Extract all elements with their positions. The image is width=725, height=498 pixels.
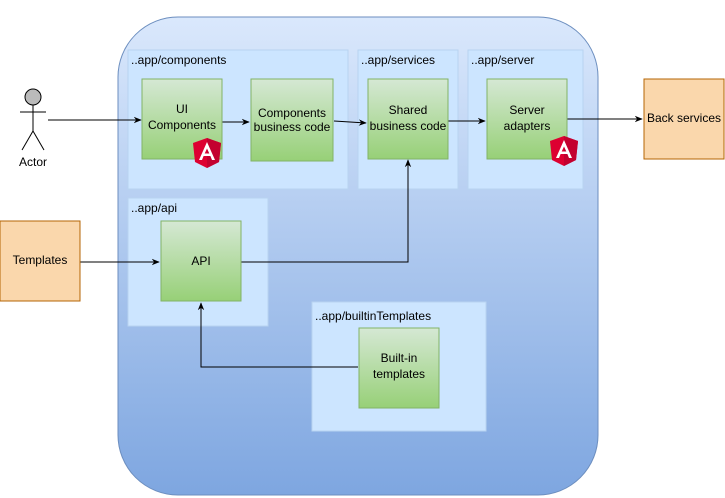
api-box: API [160, 220, 242, 302]
ui-components-line1: UI [176, 102, 188, 116]
server-adapters-line2: adapters [504, 119, 551, 133]
builtin-templates-line1: Built-in [381, 351, 418, 365]
components-business-line1: Components [258, 106, 326, 120]
templates-label: Templates [13, 253, 68, 267]
actor-label: Actor [19, 155, 47, 169]
builtin-templates-box: Built-in templates [358, 327, 440, 409]
ui-components-line2: Components [148, 118, 216, 132]
back-services-label: Back services [647, 111, 721, 125]
connectors [48, 115, 643, 368]
api-label: API [191, 254, 210, 268]
server-adapters-box: Server adapters [486, 78, 578, 166]
server-adapters-line1: Server [509, 103, 544, 117]
templates-box: Templates [0, 220, 81, 302]
shared-business-line1: Shared [389, 103, 428, 117]
arrow-builtin-to-api [197, 302, 358, 368]
group-server-label: ..app/server [471, 53, 534, 67]
group-builtin-label: ..app/builtinTemplates [315, 309, 431, 323]
arrow-components-to-shared [333, 119, 367, 126]
back-services-box: Back services [643, 78, 725, 160]
shared-business-box: Shared business code [367, 78, 449, 160]
actor-icon [20, 88, 46, 151]
group-components-label: ..app/components [131, 53, 226, 67]
shared-business-line2: business code [370, 119, 447, 133]
group-services-label: ..app/services [361, 53, 435, 67]
builtin-templates-line2: templates [373, 367, 425, 381]
group-api-label: ..app/api [131, 201, 177, 215]
components-business-line2: business code [254, 120, 331, 134]
arrow-api-to-shared [241, 159, 412, 263]
components-business-box: Components business code [250, 78, 334, 162]
ui-components-box: UI Components [141, 78, 223, 168]
